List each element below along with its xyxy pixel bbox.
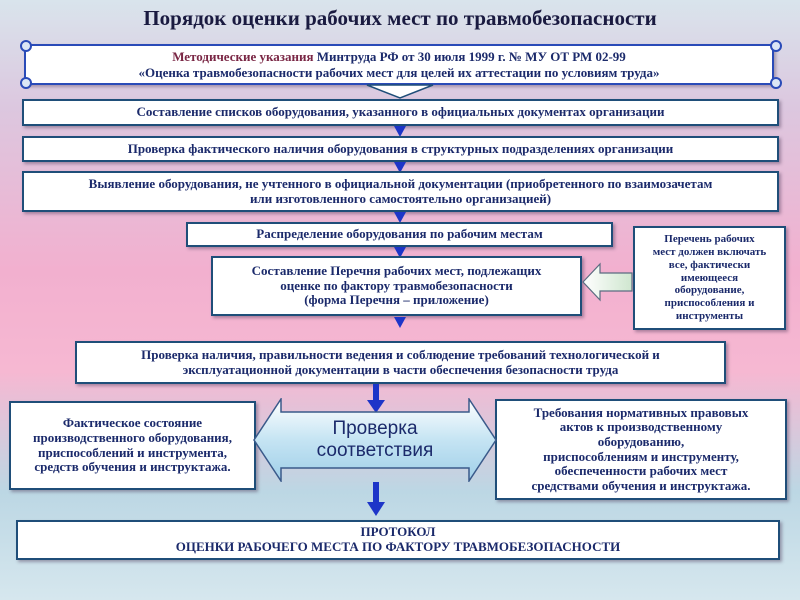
requirements-line-3: оборудованию, [597,433,685,449]
page-title: Порядок оценки рабочих мест по травмобез… [143,6,657,30]
step-1-box: Составление списков оборудования, указан… [22,99,779,126]
requirements-line-1: Требования нормативных правовых [533,404,749,420]
step-5-text-line-1: Составление Перечня рабочих мест, подлеж… [251,263,542,279]
step-5-text-line-3: (форма Перечня – приложение) [304,292,489,308]
requirements-line-5: обеспеченности рабочих мест [554,463,728,479]
actual-state-line-4: средств обучения и инструктажа. [34,459,231,475]
actual-state-box: Фактическое состояние производственного … [9,401,256,490]
compliance-check-label: Проверка соответствия [280,418,470,462]
step-6-text-line-2: эксплуатационной документации в части об… [182,361,619,377]
step-5-text-line-2: оценке по фактору травмобезопасности [280,277,513,293]
step-5-box: Составление Перечня рабочих мест, подлеж… [211,256,582,316]
arrow-down-7 [367,482,385,516]
scroll-line-2: «Оценка травмобезопасности рабочих мест … [138,64,660,80]
note-line-4: имеющееся [680,271,739,284]
arrow-down-2 [394,162,406,173]
scroll-line-1: Методические указания Минтруда РФ от 30 … [26,49,772,65]
arrow-note-to-step5 [582,262,633,302]
scroll-curl-left-bottom [20,77,32,89]
actual-state-line-2: производственного оборудования, [33,429,232,445]
compliance-check-line-2: соответствия [316,439,434,461]
requirements-box: Требования нормативных правовых актов к … [495,399,787,500]
scroll-accent-text: Методические указания [172,48,314,64]
step-2-box: Проверка фактического наличия оборудован… [22,136,779,162]
note-line-7: инструменты [675,309,744,322]
compliance-check-line-1: Проверка [332,418,418,439]
step-4-text: Распределение оборудования по рабочим ме… [256,226,543,242]
note-line-6: приспособления и [664,297,755,310]
protocol-box: ПРОТОКОЛ ОЦЕНКИ РАБОЧЕГО МЕСТА ПО ФАКТОР… [16,520,780,560]
scroll-rest-text: Минтруда РФ от 30 июля 1999 г. № МУ ОТ Р… [313,48,626,64]
arrow-down-1 [394,126,406,137]
scroll-banner: Методические указания Минтруда РФ от 30 … [24,44,774,85]
protocol-line-1: ПРОТОКОЛ [360,524,436,540]
note-line-1: Перечень рабочих [664,233,755,246]
step-4-box: Распределение оборудования по рабочим ме… [186,222,613,247]
step-3-text-line-1: Выявление оборудования, не учтенного в о… [88,175,713,191]
step-6-text-line-1: Проверка наличия, правильности ведения и… [141,346,660,362]
arrow-down-6 [367,384,385,413]
protocol-line-2: ОЦЕНКИ РАБОЧЕГО МЕСТА ПО ФАКТОРУ ТРАВМОБ… [175,539,621,554]
requirements-line-2: актов к производственному [559,419,723,435]
arrow-down-3 [394,212,406,223]
step-3-box: Выявление оборудования, не учтенного в о… [22,171,779,212]
note-box: Перечень рабочих мест должен включать вс… [633,226,786,330]
scroll-curl-right-bottom [770,77,782,89]
arrow-scroll-to-step1 [366,84,434,99]
note-line-3: все, фактически [668,258,751,271]
scroll-curl-right-top [770,40,782,52]
arrow-down-5 [394,317,406,328]
actual-state-line-1: Фактическое состояние [62,415,203,431]
note-line-5: оборудование, [674,284,745,297]
compliance-check-arrow [253,398,497,482]
step-2-text: Проверка фактического наличия оборудован… [127,140,674,156]
requirements-line-6: средствами обучения и инструктажа. [531,477,751,493]
step-1-text: Составление списков оборудования, указан… [136,104,665,120]
actual-state-line-3: приспособлений и инструмента, [37,444,228,460]
requirements-line-4: приспособлениям и инструменту, [543,448,739,464]
note-line-2: мест должен включать [652,246,767,259]
scroll-curl-left-top [20,40,32,52]
step-6-box: Проверка наличия, правильности ведения и… [75,341,726,384]
step-3-text-line-2: или изготовленного самостоятельно органи… [249,190,552,206]
arrow-down-4 [394,247,406,258]
